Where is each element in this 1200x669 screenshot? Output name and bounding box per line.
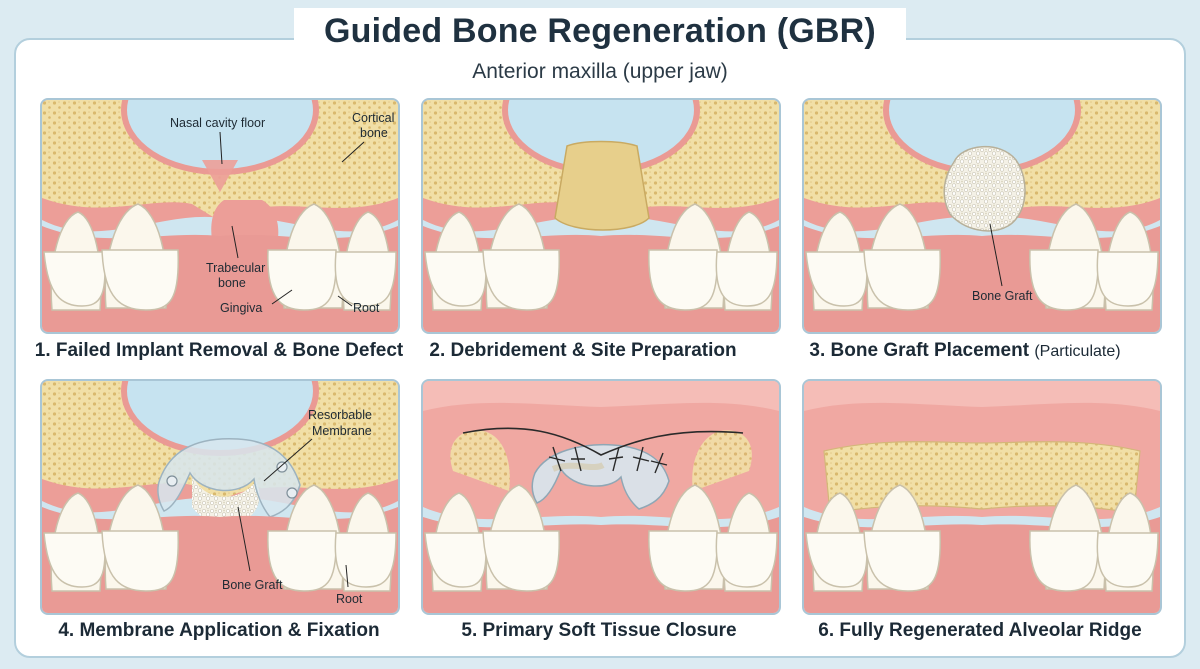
panel-4-membrane: Resorbable Membrane Bone Graft Root [40,379,400,615]
label-bone-graft-4: Bone Graft [222,578,283,592]
label-root-4: Root [336,592,363,606]
label-gingiva: Gingiva [220,301,262,315]
panel-1-failed-implant: Nasal cavity floor Cortical bone Trabecu… [40,98,400,334]
panel-5-illustration [423,381,779,613]
label-nasal-cavity-floor: Nasal cavity floor [170,116,265,130]
panel-3-caption-extra: (Particulate) [1034,343,1121,360]
panel-6-regenerated [802,379,1162,615]
panel-6-caption: 6. Fully Regenerated Alveolar Ridge [790,620,1170,642]
panel-4-caption: 4. Membrane Application & Fixation [29,620,409,642]
label-cortical-bone-line2: bone [360,126,388,140]
label-cortical-bone-line1: Cortical [352,111,394,125]
panel-5-caption-text: 5. Primary Soft Tissue Closure [461,620,737,641]
label-bone-graft: Bone Graft [972,289,1033,303]
label-resorbable-membrane-line1: Resorbable [308,408,372,422]
panel-6-illustration [804,381,1160,613]
label-trabecular-bone-line2: bone [218,276,246,290]
panel-4-caption-text: 4. Membrane Application & Fixation [58,620,380,641]
panel-2-caption-text: 2. Debridement & Site Preparation [429,340,737,361]
figure-title: Guided Bone Regeneration (GBR) [294,8,906,53]
panel-2-caption: 2. Debridement & Site Preparation [393,340,773,362]
title-wrap: Guided Bone Regeneration (GBR) [0,8,1200,53]
panel-4-illustration: Resorbable Membrane Bone Graft Root [42,381,398,613]
panel-1-caption: 1. Failed Implant Removal & Bone Defect [29,340,409,362]
panel-2-illustration [423,100,779,332]
label-root: Root [353,301,380,315]
panel-6-caption-text: 6. Fully Regenerated Alveolar Ridge [818,620,1142,641]
panel-3-illustration: Bone Graft [804,100,1160,332]
label-trabecular-bone-line1: Trabecular [206,261,265,275]
panel-5-closure [421,379,781,615]
panel-2-debridement [421,98,781,334]
label-resorbable-membrane-line2: Membrane [312,424,372,438]
panel-1-illustration: Nasal cavity floor Cortical bone Trabecu… [42,100,398,332]
panel-3-caption-text: 3. Bone Graft Placement [809,340,1030,361]
panel-1-caption-text: 1. Failed Implant Removal & Bone Defect [34,340,404,361]
panel-3-caption: 3. Bone Graft Placement (Particulate) [775,340,1155,362]
panel-5-caption: 5. Primary Soft Tissue Closure [409,620,789,642]
figure-subtitle: Anterior maxilla (upper jaw) [472,60,728,83]
panel-3-bone-graft: Bone Graft [802,98,1162,334]
